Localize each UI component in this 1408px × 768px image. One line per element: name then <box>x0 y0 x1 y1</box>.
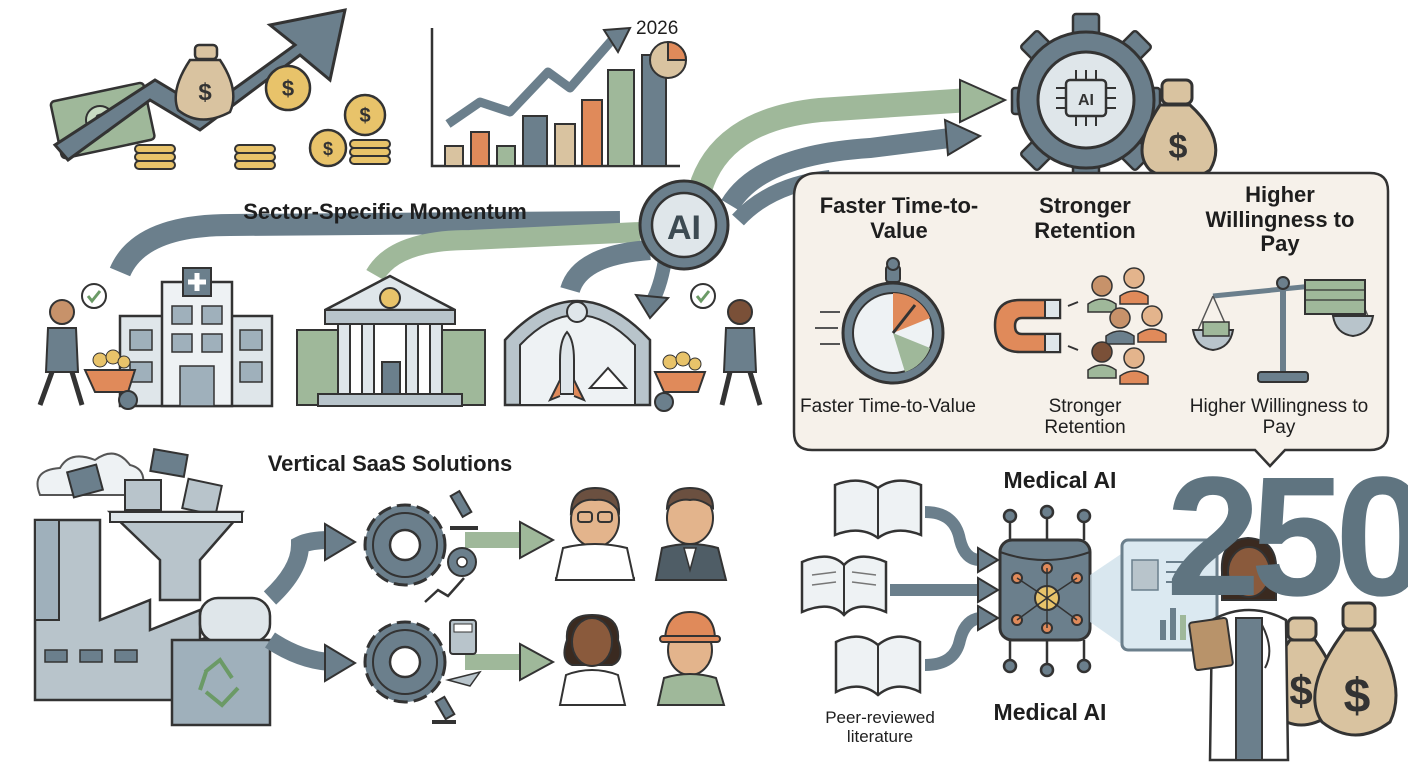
calculator-icon <box>449 619 477 655</box>
svg-text:$: $ <box>323 139 333 159</box>
funnel-icon <box>106 510 245 602</box>
factory-illustration <box>33 448 272 727</box>
medical-flow-arrows <box>890 506 982 671</box>
saas-flow-arrows <box>263 520 556 683</box>
money-bag-icon: $ <box>1140 78 1218 182</box>
coin-stack-icon <box>134 139 391 170</box>
money-growth-illustration: $ $ $ $ $ <box>49 8 391 170</box>
microscope-icon <box>432 489 478 724</box>
svg-text:$: $ <box>1169 128 1188 166</box>
growth-arrow-icon <box>52 8 347 163</box>
rocket-icon <box>559 330 575 395</box>
plane-icon <box>587 366 629 389</box>
clipboard-icon <box>1188 616 1234 672</box>
benefit-title-willingness: Higher Willingness to Pay <box>1205 182 1355 257</box>
cube-icon <box>65 463 105 499</box>
benefits-callout <box>792 171 1390 468</box>
svg-text:$: $ <box>282 76 294 101</box>
book-icon <box>800 555 888 617</box>
hospital-building <box>118 267 274 408</box>
medical-ai-title-bottom: Medical AI <box>993 699 1107 725</box>
engineer-avatar <box>656 610 726 706</box>
coin-icon: $ $ $ <box>264 64 387 168</box>
svg-text:$: $ <box>359 105 370 127</box>
ai-gear-label: AI <box>1078 92 1094 109</box>
pie-chart-icon <box>649 40 688 79</box>
worker-with-wheelbarrow-right <box>653 283 763 412</box>
book-icon <box>834 635 922 697</box>
benefit-caption-time-to-value: Faster Time-to-Value <box>800 396 976 417</box>
svg-text:$: $ <box>1289 667 1312 714</box>
peer-reviewed-literature-label: Peer-reviewed literature <box>825 708 935 747</box>
medical-ai-title-top: Medical AI <box>1003 467 1117 493</box>
ai-database-icon <box>998 504 1092 678</box>
ai-hub-label: AI <box>667 209 701 247</box>
doctor-with-clipboard <box>1188 536 1290 762</box>
money-bag-icon: $ <box>174 43 235 121</box>
svg-text:$: $ <box>198 79 212 106</box>
magnet-icon <box>993 298 1079 354</box>
recycle-bin-icon <box>170 638 272 727</box>
worker-with-wheelbarrow-left <box>37 283 138 410</box>
trend-chart-icon <box>424 577 465 603</box>
doctor-avatar <box>554 486 636 581</box>
gear-icon <box>363 503 477 587</box>
chip-icon <box>1056 70 1116 126</box>
plane-icon <box>445 670 482 687</box>
scale-icon <box>1191 276 1375 383</box>
hard-hat-icon <box>663 610 717 641</box>
benefit-title-retention: Stronger Retention <box>1034 193 1136 243</box>
benefit-caption-willingness: Higher Willingness to Pay <box>1189 396 1369 439</box>
gear-icon <box>363 620 447 704</box>
svg-text:$: $ <box>1344 670 1371 723</box>
ai-hub: AI <box>638 179 730 271</box>
ai-gear-illustration: AI $ <box>1010 12 1218 188</box>
businessman-avatar <box>654 486 728 581</box>
money-bag-icon: $ <box>1313 601 1398 737</box>
checkmark-bubble-icon <box>690 283 716 309</box>
big-number-250: 250 <box>1166 442 1408 632</box>
saas-heading: Vertical SaaS Solutions <box>267 451 513 476</box>
aerospace-hangar <box>503 299 652 407</box>
bank-building <box>296 274 486 407</box>
chart-year-label: 2026 <box>636 18 679 39</box>
stopwatch-icon <box>815 257 945 385</box>
scientist-avatar <box>558 613 627 706</box>
holographic-beam <box>1090 548 1130 650</box>
flow-arrows <box>109 78 1008 320</box>
stethoscope-icon <box>1261 624 1271 669</box>
sector-heading: Sector-Specific Momentum <box>243 199 527 224</box>
customer-group-icon <box>1087 267 1167 385</box>
checkmark-bubble-icon <box>81 283 107 309</box>
benefit-caption-retention: Stronger Retention <box>1044 396 1126 439</box>
book-icon <box>833 479 923 540</box>
growth-bar-chart <box>430 26 688 168</box>
benefit-title-time-to-value: Faster Time-to-Value <box>819 193 979 243</box>
